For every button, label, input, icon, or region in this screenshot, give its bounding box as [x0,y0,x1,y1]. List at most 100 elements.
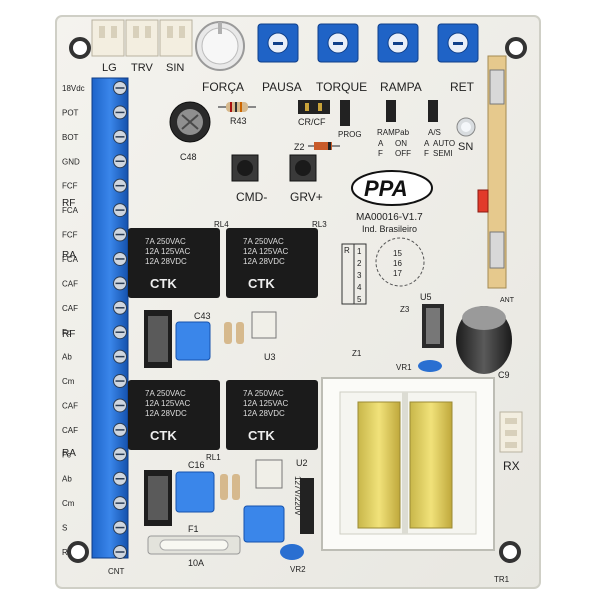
relay-rl3-rating-3: 12A 28VDC [243,257,285,266]
relay-rl2-brand: CTK [248,428,275,443]
dip-row-2: 2 [357,259,362,268]
varistor-vr2 [280,544,304,560]
group-label-rf-2: RF [62,329,75,340]
top-connectors [91,19,193,57]
resistor-r43 [218,102,256,112]
label-sn: SN [458,141,473,153]
relay-rl3-brand: CTK [248,276,275,291]
label-z1: Z1 [352,349,362,358]
label-ant: ANT [500,297,515,304]
rotary-15: 15 [393,249,402,258]
regulator-u5 [422,304,444,348]
diode-z2 [308,142,340,150]
relay-rl3 [226,228,318,298]
dip-row-4: 4 [357,283,362,292]
connector-label-lg: LG [102,62,117,74]
varistor-vr1 [418,360,442,372]
group-label-rf-1: RF [62,198,75,209]
trimmer-label-ret: RET [450,80,475,94]
terminal-label: POT [62,108,79,117]
label-rampab: RAMPab [377,128,410,137]
relay-rl2-rating-1: 7A 250VAC [243,389,284,398]
resistors-bank-1 [224,322,244,344]
terminal-label: Ab [62,475,72,484]
relay-rl2 [226,380,318,450]
label-a-1: A [378,139,384,148]
resistors-bank-2 [220,474,240,500]
capacitor-blue-small [243,505,285,543]
relay-rl4-brand: CTK [150,276,177,291]
optocoupler-u3 [251,311,277,339]
rotary-dial [375,237,425,287]
group-label-ra-2: RA [62,448,76,459]
group-label-ra-1: RA [62,250,76,261]
rx-connector [499,411,523,453]
relay-rl3-rating-1: 7A 250VAC [243,237,284,246]
label-rl1: RL1 [206,453,221,462]
radio-module [477,55,507,289]
relay-rl2-rating-2: 12A 125VAC [243,399,288,408]
relay-rl2-rating-3: 12A 28VDC [243,409,285,418]
terminal-block [91,77,129,559]
relay-rl4-rating-2: 12A 125VAC [145,247,190,256]
trimmer-label-torque: TORQUE [316,80,367,94]
dip-row-1: 1 [357,247,362,256]
connector-label-sin: SIN [166,62,184,74]
dip-table [341,243,367,305]
label-as: A/S [428,128,441,137]
terminal-label: Fc [62,328,71,337]
terminal-label: GND [62,157,80,166]
trimmer-label-pausa: PAUSA [262,80,302,94]
mounting-holes [67,37,527,563]
terminal-label: FCF [62,231,78,240]
cmd-button[interactable] [231,154,259,182]
label-off: OFF [395,149,411,158]
label-f1: F1 [188,524,199,534]
label-cnt: CNT [108,567,125,576]
label-c9: C9 [498,370,510,380]
label-f-1: F [378,149,383,158]
rotary-17: 17 [393,269,402,278]
dip-row-5: 5 [357,295,362,304]
board-model: MA00016-V1.7 [356,212,423,223]
optocoupler-u2 [255,459,283,489]
crcf-jumper [298,100,330,114]
relay-rl4-rating-3: 12A 28VDC [145,257,187,266]
connector-label-trv: TRV [131,62,153,74]
trimmer-label-rampa: RAMPA [380,80,422,94]
label-a-2: A [424,139,430,148]
trimmer-label-forca: FORÇA [202,80,244,94]
transformer [321,377,495,551]
terminal-label: Cm [62,377,75,386]
mode-jumpers [386,100,438,122]
grv-button[interactable] [289,154,317,182]
label-z2: Z2 [294,142,305,152]
heatsink-1 [144,310,172,368]
relay-rl4 [128,228,220,298]
terminal-label: Ab [62,353,72,362]
capacitor-c43 [175,321,211,361]
label-rx: RX [503,459,520,473]
grv-button-label: GRV+ [290,190,323,204]
terminal-label: CAF [62,401,78,410]
relay-rl3-rating-2: 12A 125VAC [243,247,288,256]
label-vr1: VR1 [396,363,412,372]
label-u3: U3 [264,352,276,362]
brand-logo-text: PPA [364,176,408,201]
trimmer-pots [257,23,479,63]
terminal-label: R [62,548,68,557]
prog-jumper [340,100,350,126]
capacitor-c48 [169,101,211,143]
terminal-label: CAF [62,426,78,435]
label-prog: PROG [338,130,362,139]
label-u5: U5 [420,292,432,302]
terminal-label: S [62,524,67,533]
relay-rl1-rating-2: 12A 125VAC [145,399,190,408]
label-voltage: 127V/220V [293,476,302,516]
dip-row-3: 3 [357,271,362,280]
terminal-label: Fc [62,450,71,459]
terminal-label: FCA [62,206,79,215]
label-u2: U2 [296,458,308,468]
label-crcf: CR/CF [298,117,326,127]
